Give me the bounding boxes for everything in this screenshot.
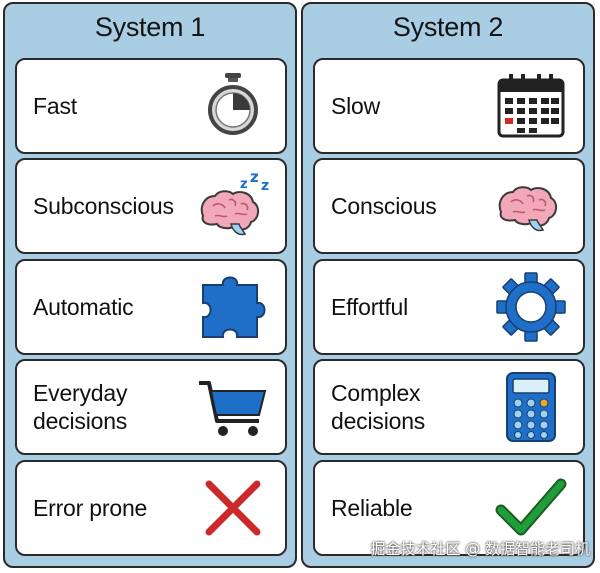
card-label: Reliable [331, 495, 413, 521]
card-label: Effortful [331, 294, 409, 320]
stopwatch-icon [195, 68, 271, 144]
calculator-icon [493, 369, 569, 445]
system1-card-fast: Fast [15, 58, 287, 154]
cross-mark-icon [195, 470, 271, 546]
card-label: Error prone [33, 495, 148, 521]
system2-card-effortful: Effortful [313, 259, 585, 355]
system1-card-everyday: Everyday decisions [15, 359, 287, 455]
system2-card-slow: Slow [313, 58, 585, 154]
card-label: Conscious [331, 193, 437, 219]
system1-column: System 1 Fast Subconscious z z z [3, 2, 297, 568]
system1-card-automatic: Automatic [15, 259, 287, 355]
system2-card-complex: Complex decisions [313, 359, 585, 455]
system2-column: System 2 Slow Conscious [301, 2, 595, 568]
card-label: Slow [331, 93, 381, 119]
svg-text:z: z [250, 168, 259, 186]
system1-title: System 1 [94, 12, 206, 42]
card-label: Subconscious [33, 193, 174, 219]
system2-card-reliable: Reliable [313, 460, 585, 556]
shopping-cart-icon [195, 369, 271, 445]
card-label: Everyday decisions [33, 380, 128, 434]
svg-text:z: z [261, 178, 269, 194]
system2-card-conscious: Conscious [313, 158, 585, 254]
system2-title: System 2 [392, 12, 504, 42]
svg-text:z: z [240, 177, 248, 192]
card-label: Complex decisions [331, 380, 426, 434]
check-mark-icon [493, 470, 569, 546]
system1-card-error-prone: Error prone [15, 460, 287, 556]
puzzle-piece-icon [195, 269, 271, 345]
gear-icon [493, 269, 569, 345]
system1-card-subconscious: Subconscious z z z [15, 158, 287, 254]
card-label: Fast [33, 93, 77, 119]
card-label: Automatic [33, 294, 134, 320]
calendar-icon [493, 68, 569, 144]
sleeping-brain-icon: z z z [195, 168, 271, 244]
watermark: 掘金技术社区 @ 数据智能老司机 [370, 540, 590, 558]
brain-icon [493, 168, 569, 244]
